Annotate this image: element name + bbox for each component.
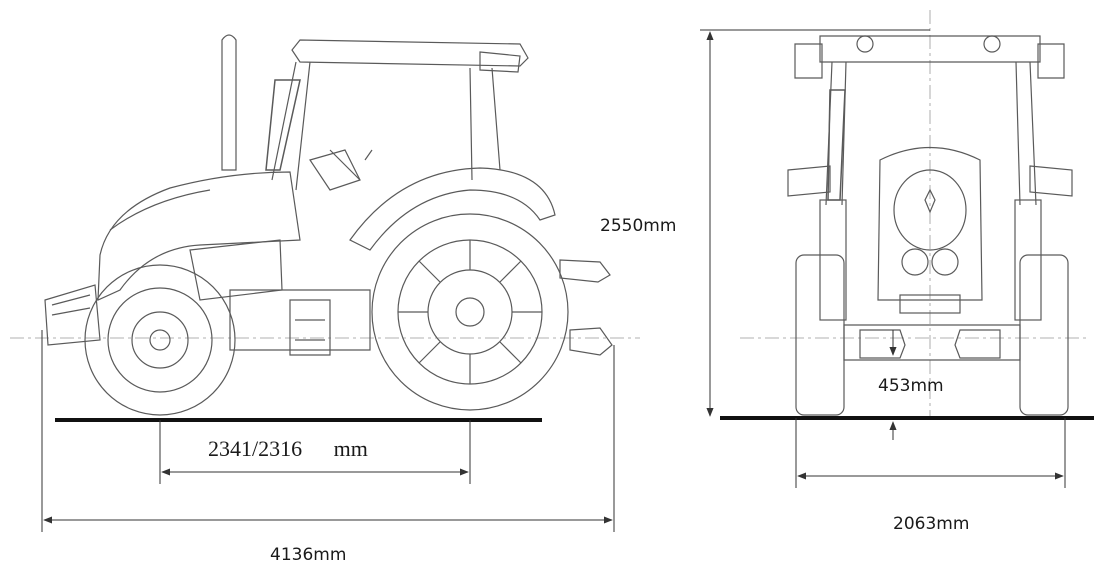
overall-height-dimension (700, 29, 930, 417)
wheelbase-value: 2341/2316 (208, 436, 303, 461)
side-front-wheel (84, 264, 236, 416)
overall-height-label: 2550mm (600, 216, 677, 236)
front-hood (877, 147, 983, 301)
cab-frame (271, 61, 501, 191)
side-rear-wheel (371, 213, 569, 411)
exhaust-stack (221, 34, 237, 171)
cab-roof (291, 39, 529, 67)
hood (97, 171, 301, 301)
side-view-tractor (10, 34, 640, 416)
overall-width-label: 2063mm (893, 514, 970, 534)
wheelbase-unit: mm (333, 436, 368, 461)
front-cab-roof (819, 35, 1041, 63)
ground-clearance-label: 453mm (878, 376, 944, 396)
wheelbase-dimension (159, 420, 471, 484)
overall-length-dimension (41, 330, 615, 532)
rear-fender (349, 167, 556, 251)
front-view-tractor (740, 10, 1090, 420)
front-right-tyre (1019, 254, 1069, 416)
wheelbase-label: 2341/2316 mm (208, 436, 368, 462)
overall-length-label: 4136mm (270, 545, 347, 565)
overall-width-dimension (795, 418, 1066, 488)
